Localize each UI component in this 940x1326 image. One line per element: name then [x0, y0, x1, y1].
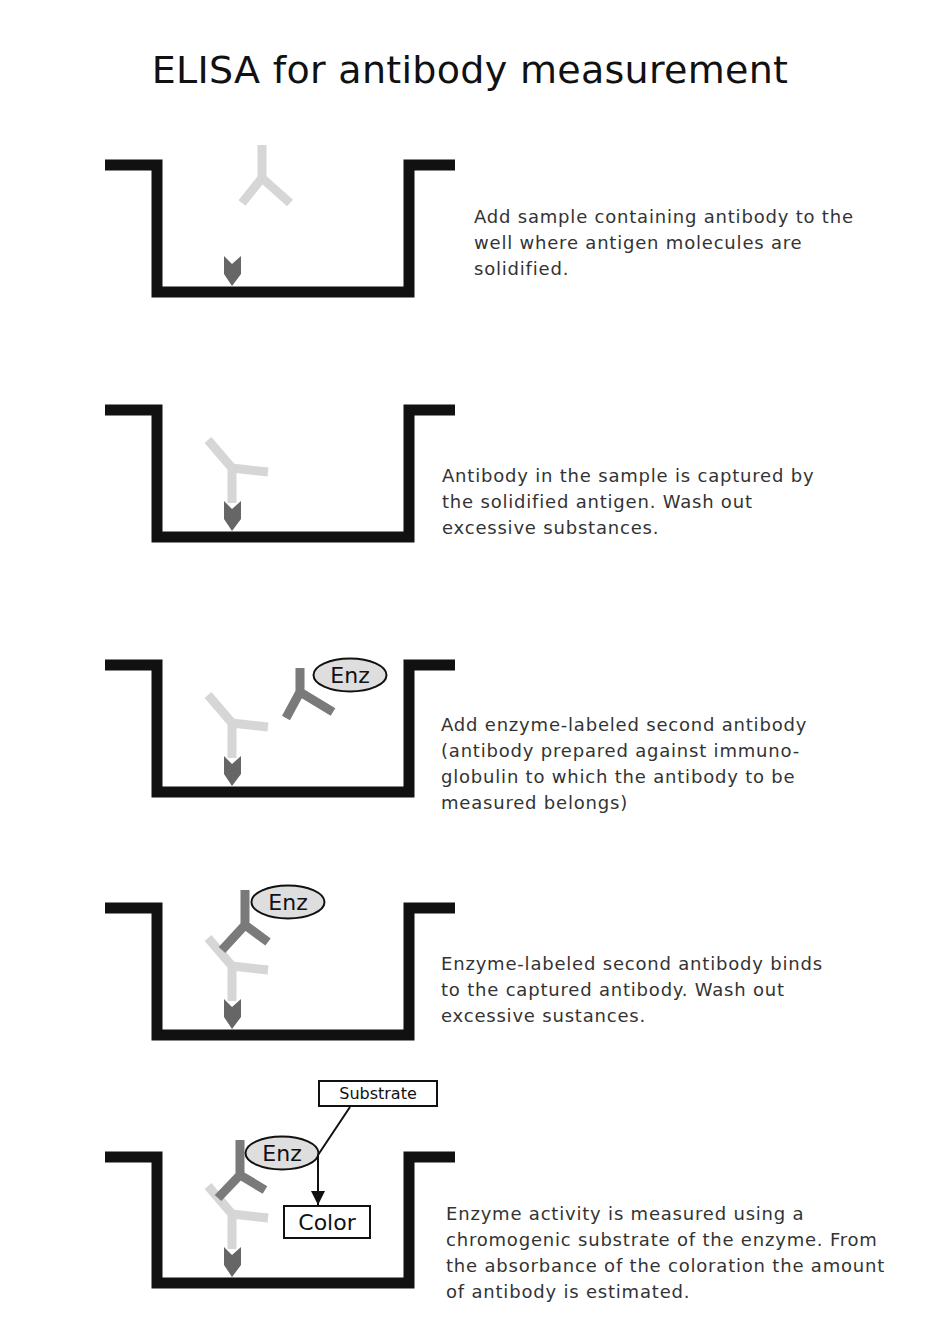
well — [105, 165, 455, 292]
sample-antibody — [208, 938, 268, 1001]
ellipse-outline — [252, 886, 325, 919]
enzyme-label: Enz — [250, 884, 326, 920]
step-text: Antibody in the sample is captured by th… — [442, 463, 842, 541]
sample-antibody — [208, 695, 268, 758]
sample-antibody — [208, 440, 268, 503]
enzyme-label: Enz — [312, 657, 388, 693]
step-text: Add sample containing antibody to the we… — [474, 204, 884, 282]
node-text: Enz — [330, 663, 369, 688]
node-text: Enz — [268, 890, 307, 915]
text-box: Substrate — [318, 1080, 438, 1107]
antigen — [224, 501, 241, 531]
text-box: Color — [283, 1205, 371, 1239]
well — [105, 1157, 455, 1283]
diagram-title: ELISA for antibody measurement — [0, 48, 940, 92]
node-text: Enz — [262, 1141, 301, 1166]
antigen — [224, 256, 241, 286]
step-text: Enzyme-labeled second antibody binds to … — [441, 951, 833, 1029]
enzyme-label: Enz — [244, 1135, 320, 1171]
node-text: Color — [298, 1210, 355, 1235]
arrow-connector — [318, 1107, 350, 1205]
ellipse-outline — [314, 659, 387, 692]
well — [105, 665, 455, 792]
antigen — [224, 999, 241, 1029]
well — [105, 410, 455, 537]
sample-antibody — [242, 145, 290, 203]
step-text: Enzyme activity is measured using a chro… — [446, 1201, 906, 1305]
well — [105, 908, 455, 1035]
ellipse-outline — [246, 1137, 319, 1170]
antigen — [224, 756, 241, 786]
antigen — [224, 1247, 241, 1277]
step-text: Add enzyme-labeled second antibody (anti… — [441, 712, 841, 816]
node-text: Substrate — [339, 1084, 417, 1103]
